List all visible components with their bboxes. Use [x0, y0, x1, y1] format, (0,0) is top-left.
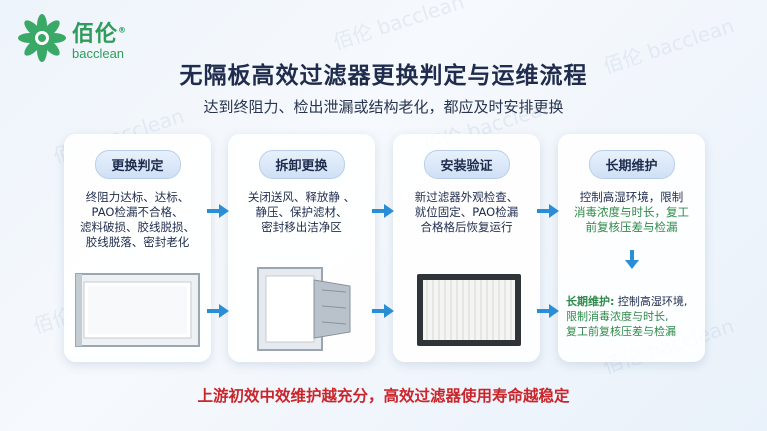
step-description: 终阻力达标、达标、 PAO检漏不合格、 滤料破损、胶线脱损、 胶线脱落、密封老化	[72, 190, 203, 250]
flower-logo-icon	[18, 14, 66, 62]
footer-note: 上游初效中效维护越充分，高效过滤器使用寿命越稳定	[197, 387, 570, 405]
brand-logo: 佰伦® bacclean	[16, 10, 156, 66]
hepa-filter-frame-image	[74, 266, 201, 352]
arrow-right-icon	[372, 204, 394, 218]
brand-name-en: bacclean	[72, 45, 125, 61]
filter-removal-image	[238, 266, 365, 352]
arrow-right-icon	[207, 304, 229, 318]
step-card-removal: 拆卸更换 关闭送风、释放静 、 静压、保护滤材、 密封移出洁净区	[228, 134, 375, 362]
arrow-right-icon	[537, 204, 559, 218]
registered-mark: ®	[118, 25, 128, 35]
desc-line: PAO检漏不合格、	[91, 205, 184, 219]
page-subtitle: 达到终阻力、检出泄漏或结构老化，都应及时安排更换	[203, 98, 564, 116]
step-description: 控制高湿环境，限制 消毒浓度与时长，复工 前复核压差与检漏	[566, 190, 697, 235]
arrow-right-icon	[207, 204, 229, 218]
desc-line: 前复核压差与检漏	[585, 220, 678, 234]
note-line: 复工前复核压差与检漏	[566, 325, 676, 338]
desc-line: 密封移出洁净区	[261, 220, 342, 234]
desc-line: 关闭送风、释放静 、	[247, 190, 356, 204]
step-description: 关闭送风、释放静 、 静压、保护滤材、 密封移出洁净区	[236, 190, 367, 235]
desc-line: 静压、保护滤材、	[255, 205, 348, 219]
step-card-long-term-maintenance: 长期维护 控制高湿环境，限制 消毒浓度与时长，复工 前复核压差与检漏 长期维护:…	[558, 134, 705, 362]
arrow-down-icon	[625, 250, 639, 269]
maintenance-note: 长期维护: 控制高湿环境, 限制消毒浓度与时长, 复工前复核压差与检漏	[566, 294, 697, 339]
desc-line: 控制高湿环境，限制	[579, 190, 684, 204]
step-label: 长期维护	[588, 150, 675, 179]
note-line: 控制高湿环境,	[617, 295, 688, 308]
arrow-right-icon	[372, 304, 394, 318]
step-card-judgement: 更换判定 终阻力达标、达标、 PAO检漏不合格、 滤料破损、胶线脱损、 胶线脱落…	[64, 134, 211, 362]
desc-line: 终阻力达标、达标、	[85, 190, 190, 204]
step-card-install-verify: 安装验证 新过滤器外观检查、 就位固定、PAO检漏 合格格后恢复运行	[393, 134, 540, 362]
note-line: 限制消毒浓度与时长,	[566, 310, 669, 323]
step-label: 安装验证	[423, 150, 510, 179]
desc-line: 就位固定、PAO检漏	[414, 205, 519, 219]
step-description: 新过滤器外观检查、 就位固定、PAO检漏 合格格后恢复运行	[401, 190, 532, 235]
desc-line: 消毒浓度与时长，复工	[574, 205, 689, 219]
arrow-right-icon	[537, 304, 559, 318]
watermark: 佰伦 bacclean	[330, 0, 467, 55]
step-label: 拆卸更换	[258, 150, 345, 179]
brand-name-cn: 佰伦	[72, 21, 119, 47]
desc-line: 胶线脱落、密封老化	[85, 235, 190, 249]
desc-line: 新过滤器外观检查、	[414, 190, 519, 204]
desc-line: 合格格后恢复运行	[420, 220, 513, 234]
note-label: 长期维护:	[566, 295, 615, 308]
page-title: 无隔板高效过滤器更换判定与运维流程	[179, 63, 588, 89]
new-hepa-filter-image	[403, 266, 530, 352]
desc-line: 滤料破损、胶线脱损、	[80, 220, 195, 234]
step-label: 更换判定	[94, 150, 181, 179]
